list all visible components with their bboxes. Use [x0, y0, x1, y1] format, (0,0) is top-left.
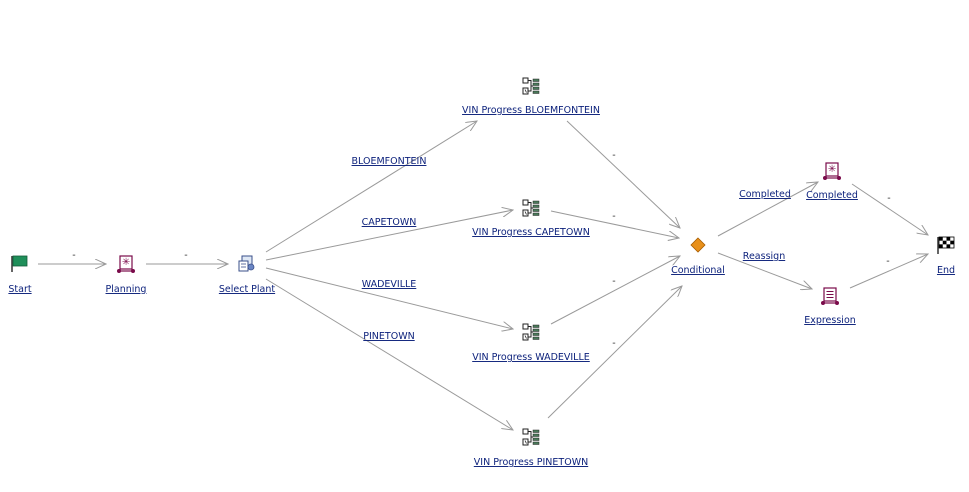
nodes-layer: Start ✳ Planning Select Plant VIN Progress B… — [8, 77, 955, 468]
edge-select_plant-to-vin_pine[interactable]: PINETOWN — [265, 278, 513, 430]
edge-line — [851, 183, 928, 235]
node-label[interactable]: End — [937, 265, 955, 276]
edge-conditional-to-expression[interactable]: Reassign — [717, 251, 812, 289]
edge-select_plant-to-vin_wade[interactable]: WADEVILLE — [265, 267, 513, 329]
node-label[interactable]: VIN Progress WADEVILLE — [472, 352, 590, 363]
edge-vin_wade-to-conditional[interactable]: - — [550, 256, 680, 325]
flag-end-icon[interactable] — [937, 236, 955, 254]
edge-line — [265, 210, 513, 261]
edge-dash-label: - — [612, 150, 615, 161]
svg-text:✳: ✳ — [828, 164, 836, 175]
edge-line — [717, 252, 812, 289]
edge-completed-to-end[interactable]: - — [851, 183, 928, 235]
conditional-diamond-icon[interactable] — [690, 237, 706, 253]
process-icon[interactable] — [522, 199, 540, 217]
node-label[interactable]: Completed — [806, 190, 858, 201]
edge-dash-label: - — [612, 211, 615, 222]
edge-line — [550, 210, 679, 238]
edges-layer: - - BLOEMFONTEIN CAPETOWN WADEVILLE PINETOWN -… — [38, 121, 928, 430]
edge-start-to-planning[interactable]: - — [38, 250, 106, 264]
edge-expression-to-end[interactable]: - — [849, 254, 928, 289]
edge-dash-label: - — [72, 250, 75, 261]
edge-line — [550, 256, 680, 325]
node-conditional[interactable]: Conditional — [671, 237, 725, 276]
edge-select_plant-to-vin_cape[interactable]: CAPETOWN — [265, 210, 513, 261]
edge-dash-label: - — [184, 250, 187, 261]
function-icon[interactable] — [238, 255, 255, 272]
notification-icon[interactable]: ✳ — [823, 162, 841, 180]
notification-icon[interactable]: ✳ — [117, 255, 135, 273]
edge-line — [265, 278, 513, 430]
node-label[interactable]: Planning — [106, 284, 147, 295]
node-vin-pine[interactable]: VIN Progress PINETOWN — [474, 428, 588, 468]
edge-select_plant-to-vin_bloem[interactable]: BLOEMFONTEIN — [265, 121, 477, 253]
edge-line — [265, 121, 477, 253]
node-vin-cape[interactable]: VIN Progress CAPETOWN — [472, 199, 590, 238]
edge-vin_pine-to-conditional[interactable]: - — [547, 286, 682, 419]
node-end[interactable]: End — [937, 236, 955, 276]
node-label[interactable]: Start — [8, 284, 31, 295]
edge-vin_cape-to-conditional[interactable]: - — [550, 210, 679, 238]
edge-label-pinetown[interactable]: PINETOWN — [363, 331, 414, 342]
svg-text:✳: ✳ — [122, 257, 130, 268]
edge-line — [717, 182, 818, 237]
edge-conditional-to-completed[interactable]: Completed — [717, 182, 818, 237]
edge-label-capetown[interactable]: CAPETOWN — [362, 217, 417, 228]
node-label[interactable]: Select Plant — [219, 284, 276, 295]
edge-dash-label: - — [887, 193, 890, 204]
process-icon[interactable] — [522, 428, 540, 446]
edge-line — [849, 254, 928, 289]
edge-label-reassign[interactable]: Reassign — [743, 251, 785, 262]
node-expression[interactable]: Expression — [804, 287, 856, 326]
node-label[interactable]: VIN Progress BLOEMFONTEIN — [462, 105, 600, 116]
edge-line — [265, 267, 513, 329]
expression-icon[interactable] — [821, 287, 839, 305]
edge-dash-label: - — [612, 276, 615, 287]
node-label[interactable]: Conditional — [671, 265, 725, 276]
flag-start-icon[interactable] — [11, 255, 28, 272]
edge-label-bloemfontein[interactable]: BLOEMFONTEIN — [352, 156, 427, 167]
node-vin-wade[interactable]: VIN Progress WADEVILLE — [472, 323, 590, 363]
node-completed[interactable]: ✳ Completed — [806, 162, 858, 201]
edge-planning-to-select_plant[interactable]: - — [146, 250, 228, 264]
node-vin-bloem[interactable]: VIN Progress BLOEMFONTEIN — [462, 77, 600, 116]
node-planning[interactable]: ✳ Planning — [106, 255, 147, 295]
edge-label-wadeville[interactable]: WADEVILLE — [362, 279, 417, 290]
node-start[interactable]: Start — [8, 255, 32, 295]
edge-label-completed[interactable]: Completed — [739, 189, 791, 200]
process-icon[interactable] — [522, 77, 540, 95]
edge-dash-label: - — [886, 256, 889, 267]
node-select-plant[interactable]: Select Plant — [219, 255, 276, 295]
edge-line — [566, 120, 680, 228]
edge-line — [547, 286, 682, 419]
process-icon[interactable] — [522, 323, 540, 341]
edge-vin_bloem-to-conditional[interactable]: - — [566, 120, 680, 228]
node-label[interactable]: VIN Progress PINETOWN — [474, 457, 588, 468]
edge-dash-label: - — [612, 338, 615, 349]
node-label[interactable]: Expression — [804, 315, 856, 326]
node-label[interactable]: VIN Progress CAPETOWN — [472, 227, 590, 238]
